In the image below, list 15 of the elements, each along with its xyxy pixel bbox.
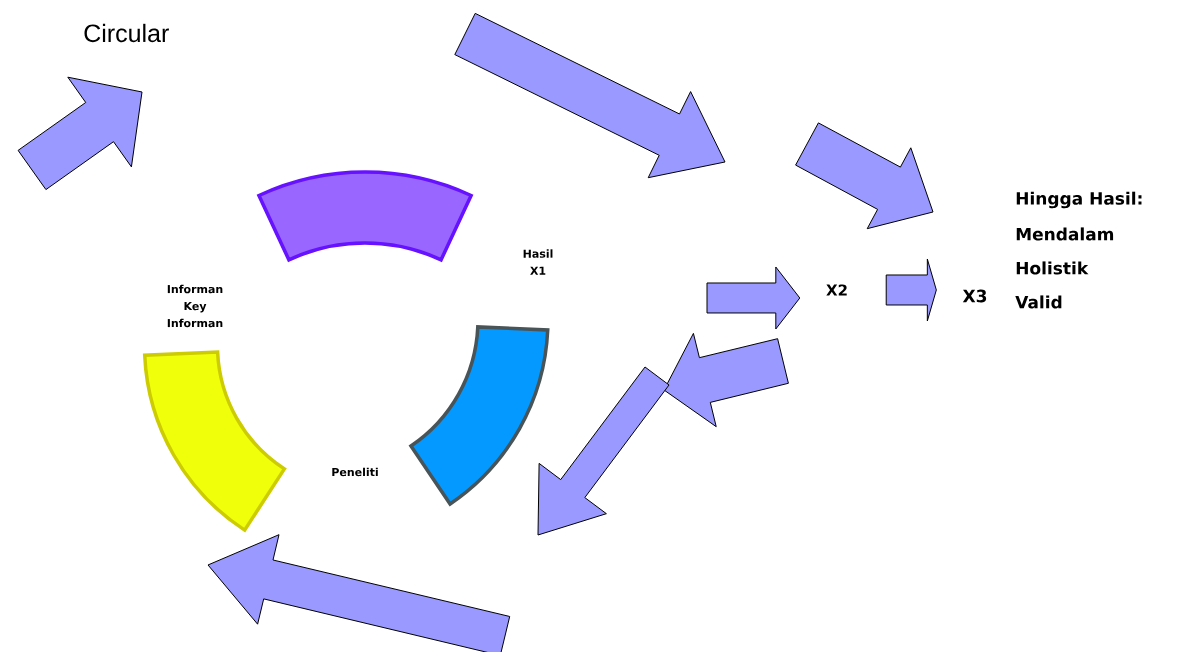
label-text: Valid (1015, 295, 1062, 309)
label-text: Mendalam (1016, 227, 1114, 241)
arc-segment (257, 170, 473, 262)
step-label: X2 (826, 284, 847, 296)
label-text: Hingga Hasil: (1016, 191, 1142, 209)
arc-segment (142, 350, 287, 532)
label-text: Informan Key Informan (167, 284, 223, 328)
label-text: Circular (84, 23, 169, 43)
arc-segment (409, 325, 550, 506)
step-label: X3 (962, 289, 987, 303)
block-arrow (706, 266, 801, 330)
label-text: Peneliti (332, 467, 378, 477)
label-text: Hasil X1 (523, 249, 553, 275)
label-text: Holistik (1016, 261, 1089, 275)
block-arrow (885, 258, 937, 322)
